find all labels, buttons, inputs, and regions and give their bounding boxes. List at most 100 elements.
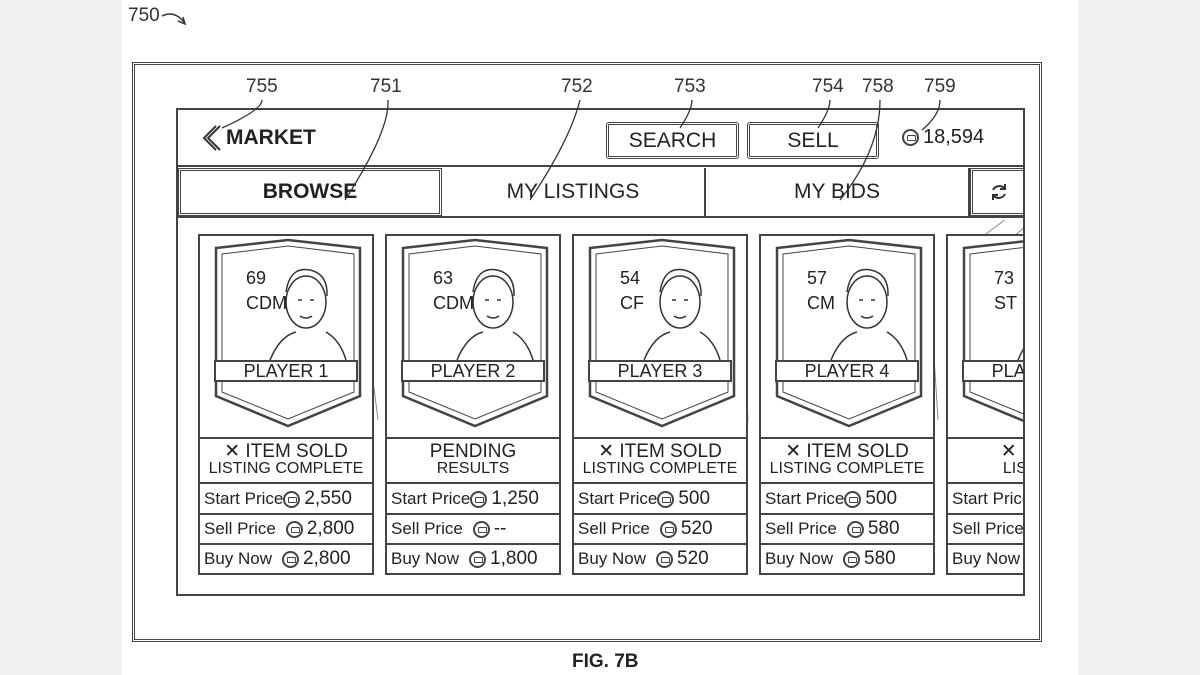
- ref-752: 752: [561, 76, 593, 97]
- ref-753: 753: [674, 76, 706, 97]
- search-button[interactable]: SEARCH: [606, 122, 739, 159]
- shield-frame: [401, 238, 549, 428]
- sell-price-row: Sell Price: [948, 515, 1024, 545]
- status-line-2: RESULTS: [436, 460, 510, 477]
- status-line-1: ✕ ITEM: [1000, 441, 1023, 462]
- buy-label: Buy Now: [952, 549, 1021, 568]
- tab-my-bids[interactable]: MY BIDS: [706, 168, 970, 216]
- shield-frame: [214, 238, 362, 428]
- shield-frame: [588, 238, 736, 428]
- status-line-1: ✕ ITEM SOLD: [224, 441, 348, 462]
- player-portrait: [643, 268, 721, 361]
- coin-icon: [470, 490, 488, 508]
- start-value: 500: [678, 488, 711, 509]
- coin-icon: [902, 129, 919, 146]
- player-position: CM: [807, 293, 835, 313]
- coin-icon: [659, 520, 677, 538]
- coin-icon: [285, 520, 303, 538]
- sell-label: Sell Price: [765, 519, 837, 538]
- header-bar: MARKET SEARCH SELL 18,594: [178, 110, 1023, 167]
- player-position: ST: [994, 293, 1018, 313]
- sell-button[interactable]: SELL: [747, 122, 879, 159]
- player-position: CF: [620, 293, 644, 313]
- buy-label: Buy Now: [391, 549, 460, 568]
- coin-icon: [472, 520, 490, 538]
- ref-754: 754: [812, 76, 844, 97]
- coin-icon: [283, 490, 301, 508]
- ref-755: 755: [246, 76, 278, 97]
- buy-price-row: Buy Now 520: [574, 545, 746, 575]
- start-label: Start Price: [204, 489, 284, 508]
- ref-751: 751: [370, 76, 402, 97]
- refresh-button[interactable]: [970, 168, 1023, 216]
- shield-frame: [775, 238, 923, 428]
- player-name: PLAYER 4: [775, 360, 919, 382]
- market-screen: MARKET SEARCH SELL 18,594 BROWSE MY LIST…: [176, 108, 1025, 596]
- ref-750: 750: [128, 5, 160, 26]
- tab-browse[interactable]: BROWSE: [178, 168, 442, 216]
- start-price-row: Start Price: [948, 485, 1025, 515]
- player-rating: 69: [246, 268, 267, 288]
- sell-label: Sell Price: [952, 519, 1024, 538]
- coin-icon: [657, 490, 675, 508]
- start-price-row: Start Price 500: [574, 485, 746, 515]
- coin-icon: [843, 550, 861, 568]
- ref-758: 758: [862, 76, 894, 97]
- buy-value: 2,800: [303, 548, 351, 569]
- start-price-row: Start Price 2,550: [200, 485, 372, 515]
- player-rating: 57: [807, 268, 828, 288]
- sell-value: 580: [867, 518, 900, 539]
- buy-label: Buy Now: [765, 549, 834, 568]
- player-name: PLAYER 2: [401, 360, 545, 382]
- device-frame: [132, 62, 1042, 642]
- start-label: Start Price: [952, 489, 1025, 508]
- player-name: PLAYER 5: [962, 360, 1023, 382]
- player-portrait: [456, 268, 534, 361]
- start-label: Start Price: [578, 489, 658, 508]
- ref-759: 759: [924, 76, 956, 97]
- buy-label: Buy Now: [204, 549, 273, 568]
- buy-value: 520: [677, 548, 709, 569]
- buy-price-row: Buy Now: [948, 545, 1023, 575]
- player-portrait: [830, 268, 908, 361]
- coin-icon: [656, 550, 674, 568]
- sell-price-row: Sell Price 580: [761, 515, 933, 545]
- page-title: MARKET: [226, 126, 316, 149]
- coin-icon: [282, 550, 300, 568]
- buy-label: Buy Now: [578, 549, 647, 568]
- coin-icon: [469, 550, 487, 568]
- status-line-2: LISTING COMPLETE: [208, 460, 364, 477]
- sell-value: 520: [680, 518, 713, 539]
- status-line-1: ✕ ITEM SOLD: [598, 441, 722, 462]
- player-name: PLAYER 1: [214, 360, 358, 382]
- back-button[interactable]: MARKET: [198, 124, 316, 152]
- tab-bar: BROWSE MY LISTINGS MY BIDS: [178, 168, 1023, 218]
- player-rating: 54: [620, 268, 641, 288]
- sell-label: Sell Price: [204, 519, 276, 538]
- start-value: 2,550: [304, 488, 352, 509]
- player-position: CDM: [246, 293, 287, 313]
- sell-value: --: [493, 518, 507, 539]
- player-name: PLAYER 3: [588, 360, 732, 382]
- tab-my-listings[interactable]: MY LISTINGS: [442, 168, 706, 216]
- status-line-2: LISTING: [1002, 460, 1025, 477]
